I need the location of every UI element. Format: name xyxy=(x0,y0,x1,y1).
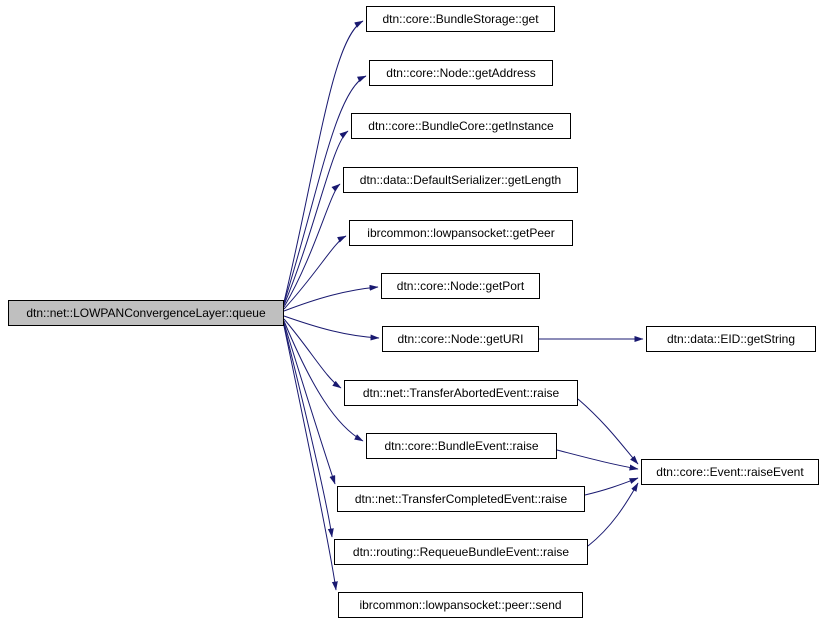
node-defaultserializer-getlength[interactable]: dtn::data::DefaultSerializer::getLength xyxy=(343,167,578,193)
node-bundleevent-raise[interactable]: dtn::core::BundleEvent::raise xyxy=(366,433,557,459)
node-transfercompletedevent-raise[interactable]: dtn::net::TransferCompletedEvent::raise xyxy=(337,486,585,512)
edge-requeuebundle-raiseevent xyxy=(587,482,639,547)
edge-queue-geturi xyxy=(283,315,380,341)
edge-transferaborted-raiseevent xyxy=(577,398,639,465)
edge-queue-getinstance xyxy=(283,130,349,306)
edge-queue-get xyxy=(283,20,364,303)
edge-queue-getlength xyxy=(283,183,341,308)
node-requeuebundleevent-raise[interactable]: dtn::routing::RequeueBundleEvent::raise xyxy=(334,539,588,565)
node-node-getaddress[interactable]: dtn::core::Node::getAddress xyxy=(369,60,553,86)
edge-queue-peersend xyxy=(283,325,338,591)
edge-queue-getpeer xyxy=(283,235,347,310)
node-bundlecore-getinstance[interactable]: dtn::core::BundleCore::getInstance xyxy=(351,113,571,139)
node-node-getport[interactable]: dtn::core::Node::getPort xyxy=(381,273,540,299)
node-event-raiseevent[interactable]: dtn::core::Event::raiseEvent xyxy=(641,459,819,485)
node-lowpansocket-getpeer[interactable]: ibrcommon::lowpansocket::getPeer xyxy=(349,220,573,246)
node-node-geturi[interactable]: dtn::core::Node::getURI xyxy=(382,326,539,352)
edge-queue-transferaborted xyxy=(283,318,342,389)
node-eid-getstring[interactable]: dtn::data::EID::getString xyxy=(646,326,816,352)
node-transferabortedevent-raise[interactable]: dtn::net::TransferAbortedEvent::raise xyxy=(344,380,578,406)
edge-queue-requeuebundle xyxy=(283,324,334,538)
edge-queue-getport xyxy=(283,284,379,312)
edge-bundleeventraise-raiseevent xyxy=(556,449,639,471)
edge-transfercompleted-raiseevent xyxy=(584,477,639,496)
node-lowpanconvergencelayer-queue: dtn::net::LOWPANConvergenceLayer::queue xyxy=(8,300,284,326)
node-lowpansocket-peer-send[interactable]: ibrcommon::lowpansocket::peer::send xyxy=(338,592,583,618)
edge-queue-transfercompleted xyxy=(283,322,336,485)
node-bundlestorage-get[interactable]: dtn::core::BundleStorage::get xyxy=(366,6,555,32)
